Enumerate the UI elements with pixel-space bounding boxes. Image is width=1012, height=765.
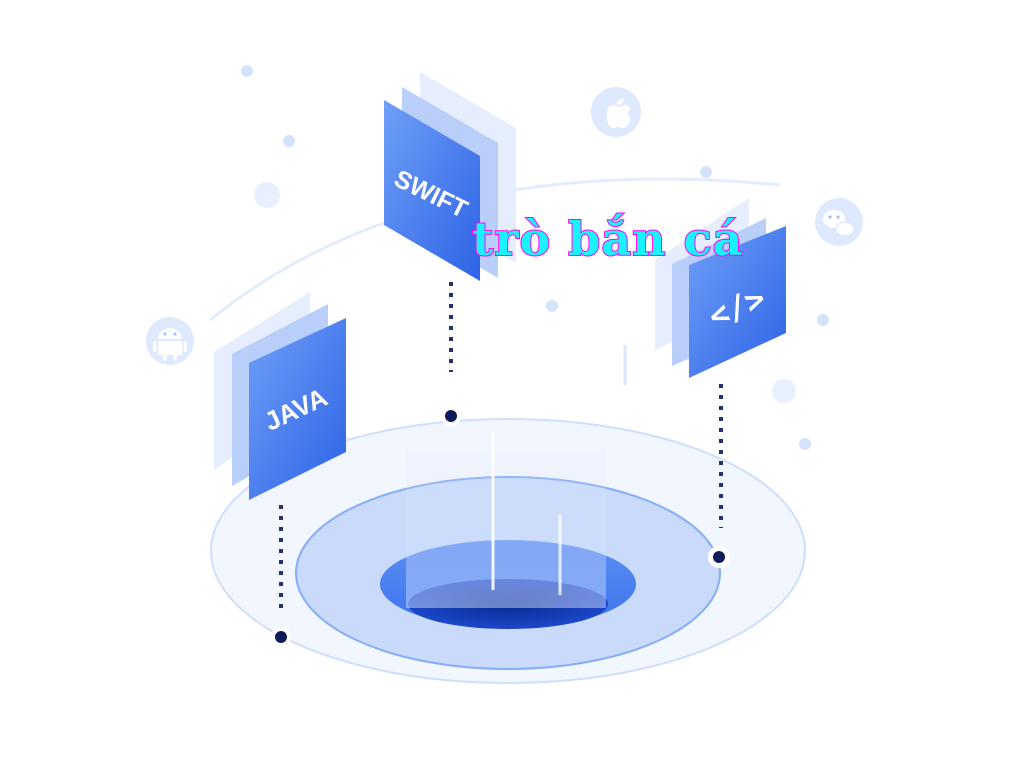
code-anchor-dot: [713, 551, 725, 563]
swift-anchor-dot: [445, 410, 457, 422]
android-icon: [146, 317, 194, 365]
java-anchor-dot: [275, 631, 287, 643]
code-card: </>: [655, 198, 786, 378]
apple-icon: [591, 87, 641, 137]
overlay-caption: trò bắn cá: [471, 211, 744, 267]
light-pillar: [406, 345, 627, 608]
swift-card: SWIFT: [384, 72, 516, 281]
wechat-icon: [815, 198, 863, 246]
java-card: JAVA: [214, 292, 346, 500]
